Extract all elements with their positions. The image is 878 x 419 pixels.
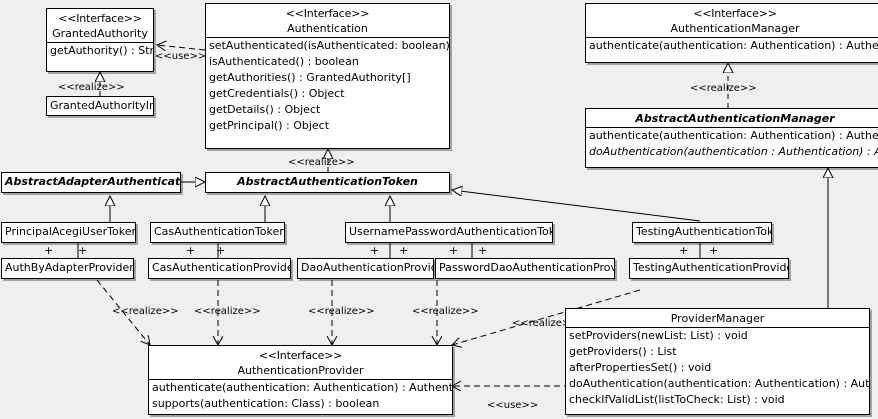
class-header-authentication: <<Interface>> Authentication	[206, 4, 449, 37]
operations-compartment: authenticate(authentication: Authenticat…	[149, 380, 452, 412]
label-realize-testingprovider: <<realize>>	[512, 318, 579, 329]
class-granted-authority[interactable]: <<Interface>> GrantedAuthority getAuthor…	[46, 8, 154, 72]
stereotype-label: <<Interface>>	[693, 7, 777, 20]
assoc-plus-cas-right: +	[216, 244, 226, 257]
class-name: AuthenticationManager	[670, 22, 800, 35]
label-realize-daoprovider: <<realize>>	[308, 306, 375, 317]
operation-row: authenticate(authentication: Authenticat…	[589, 39, 878, 52]
operation-row: checkIfValidList(listToCheck: List) : vo…	[569, 393, 785, 406]
compartment-divider	[566, 327, 869, 328]
class-cas-authentication-provider[interactable]: CasAuthenticationProvider	[148, 258, 291, 279]
assoc-plus-principal-right: +	[78, 244, 88, 257]
class-cas-authentication-token[interactable]: CasAuthenticationToken	[150, 222, 285, 243]
edge-use-authentication-grantedauthority	[157, 45, 206, 50]
assoc-plus-userpass-4: +	[478, 244, 488, 257]
operation-row: getAuthorities() : GrantedAuthority[]	[209, 71, 411, 84]
class-testing-authentication-provider[interactable]: TestingAuthenticationProvider	[629, 258, 789, 279]
stereotype-label: <<Interface>>	[285, 7, 370, 20]
operation-row: setAuthenticated(isAuthenticated: boolea…	[209, 39, 449, 52]
label-use-authentication: <<use>>	[155, 51, 207, 62]
label-use-providermanager: <<use>>	[487, 400, 539, 411]
label-realize-casprovider: <<realize>>	[194, 306, 261, 317]
class-header-authentication-manager: <<Interface>> AuthenticationManager	[586, 4, 878, 37]
assoc-plus-principal-left: +	[44, 244, 54, 257]
class-header-authentication-provider: <<Interface>> AuthenticationProvider	[149, 346, 452, 379]
class-authentication-manager[interactable]: <<Interface>> AuthenticationManager auth…	[585, 3, 878, 63]
class-header-provider-manager: ProviderManager	[566, 309, 869, 327]
compartment-divider	[47, 42, 153, 43]
label-realize-passworddaoprovider: <<realize>>	[412, 306, 479, 317]
operation-row: afterPropertiesSet() : void	[569, 361, 712, 374]
class-abstract-authentication-manager[interactable]: AbstractAuthenticationManager authentica…	[585, 108, 878, 168]
assoc-plus-userpass-1: +	[370, 244, 380, 257]
class-principal-acegi-user-token[interactable]: PrincipalAcegiUserToken	[1, 222, 136, 243]
class-provider-manager[interactable]: ProviderManager setProviders(newList: Li…	[565, 308, 870, 415]
label-realize-authbyadapter: <<realize>>	[112, 306, 179, 317]
label-realize-abstractauthmanager: <<realize>>	[690, 83, 757, 94]
assoc-plus-testing-right: +	[709, 244, 719, 257]
operations-compartment: getAuthority() : String	[47, 43, 153, 59]
operation-row: getAuthority() : String	[50, 44, 153, 57]
operation-row: setProviders(newList: List) : void	[569, 329, 748, 342]
class-password-dao-authentication-provider[interactable]: PasswordDaoAuthenticationProvider	[435, 258, 615, 279]
operation-row: getProviders() : List	[569, 345, 677, 358]
stereotype-label: <<Interface>>	[258, 349, 343, 362]
class-abstract-authentication-token[interactable]: AbstractAuthenticationToken	[205, 172, 450, 193]
compartment-divider	[586, 37, 878, 38]
class-auth-by-adapter-provider[interactable]: AuthByAdapterProvider	[1, 258, 134, 279]
stereotype-label: <<Interface>>	[58, 12, 142, 25]
operation-row: supports(authentication: Class) : boolea…	[152, 397, 380, 410]
assoc-plus-userpass-2: +	[399, 244, 409, 257]
class-name: Authentication	[287, 22, 368, 35]
class-authentication-provider[interactable]: <<Interface>> AuthenticationProvider aut…	[148, 345, 453, 415]
class-dao-authentication-provider[interactable]: DaoAuthenticationProvider	[297, 258, 434, 279]
class-username-password-authentication-token[interactable]: UsernamePasswordAuthenticationToken	[345, 222, 553, 243]
assoc-plus-testing-left: +	[679, 244, 689, 257]
compartment-divider	[586, 127, 878, 128]
operation-row: isAuthenticated() : boolean	[209, 55, 359, 68]
class-name: AuthenticationProvider	[237, 364, 364, 377]
assoc-plus-cas-left: +	[186, 244, 196, 257]
class-header-abstract-authentication-manager: AbstractAuthenticationManager	[586, 109, 878, 127]
label-realize-abstractauthtoken: <<realize>>	[288, 157, 355, 168]
class-authentication[interactable]: <<Interface>> Authentication setAuthenti…	[205, 3, 450, 149]
operation-row: getPrincipal() : Object	[209, 119, 330, 132]
operations-compartment: setAuthenticated(isAuthenticated: boolea…	[206, 38, 449, 134]
operation-row: authenticate(authentication: Authenticat…	[589, 129, 878, 142]
class-name: ProviderManager	[670, 312, 765, 325]
operations-compartment: authenticate(authentication: Authenticat…	[586, 38, 878, 54]
class-granted-authority-impl[interactable]: GrantedAuthorityImpl	[46, 96, 154, 116]
compartment-divider	[206, 37, 449, 38]
edge-generalization-testingauthenticationtoken	[452, 190, 701, 222]
class-testing-authentication-token[interactable]: TestingAuthenticationToken	[632, 222, 772, 243]
operation-row: authenticate(authentication: Authenticat…	[152, 381, 452, 394]
compartment-divider	[149, 379, 452, 380]
operation-row: doAuthentication(authentication: Authent…	[569, 377, 869, 390]
class-abstract-adapter-authentication-token[interactable]: AbstractAdapterAuthenticationToken	[1, 172, 181, 193]
class-name: GrantedAuthority	[52, 27, 148, 40]
operation-row: doAuthentication(authentication : Authen…	[589, 145, 878, 158]
label-realize-grantedauthorityimpl: <<realize>>	[58, 82, 125, 93]
class-header-granted-authority: <<Interface>> GrantedAuthority	[47, 9, 153, 42]
assoc-plus-userpass-3: +	[449, 244, 459, 257]
operation-row: getCredentials() : Object	[209, 87, 345, 100]
operations-compartment: authenticate(authentication: Authenticat…	[586, 128, 878, 160]
class-name: AbstractAuthenticationManager	[635, 112, 835, 125]
operation-row: getDetails() : Object	[209, 103, 321, 116]
operations-compartment: setProviders(newList: List) : void getPr…	[566, 328, 869, 408]
